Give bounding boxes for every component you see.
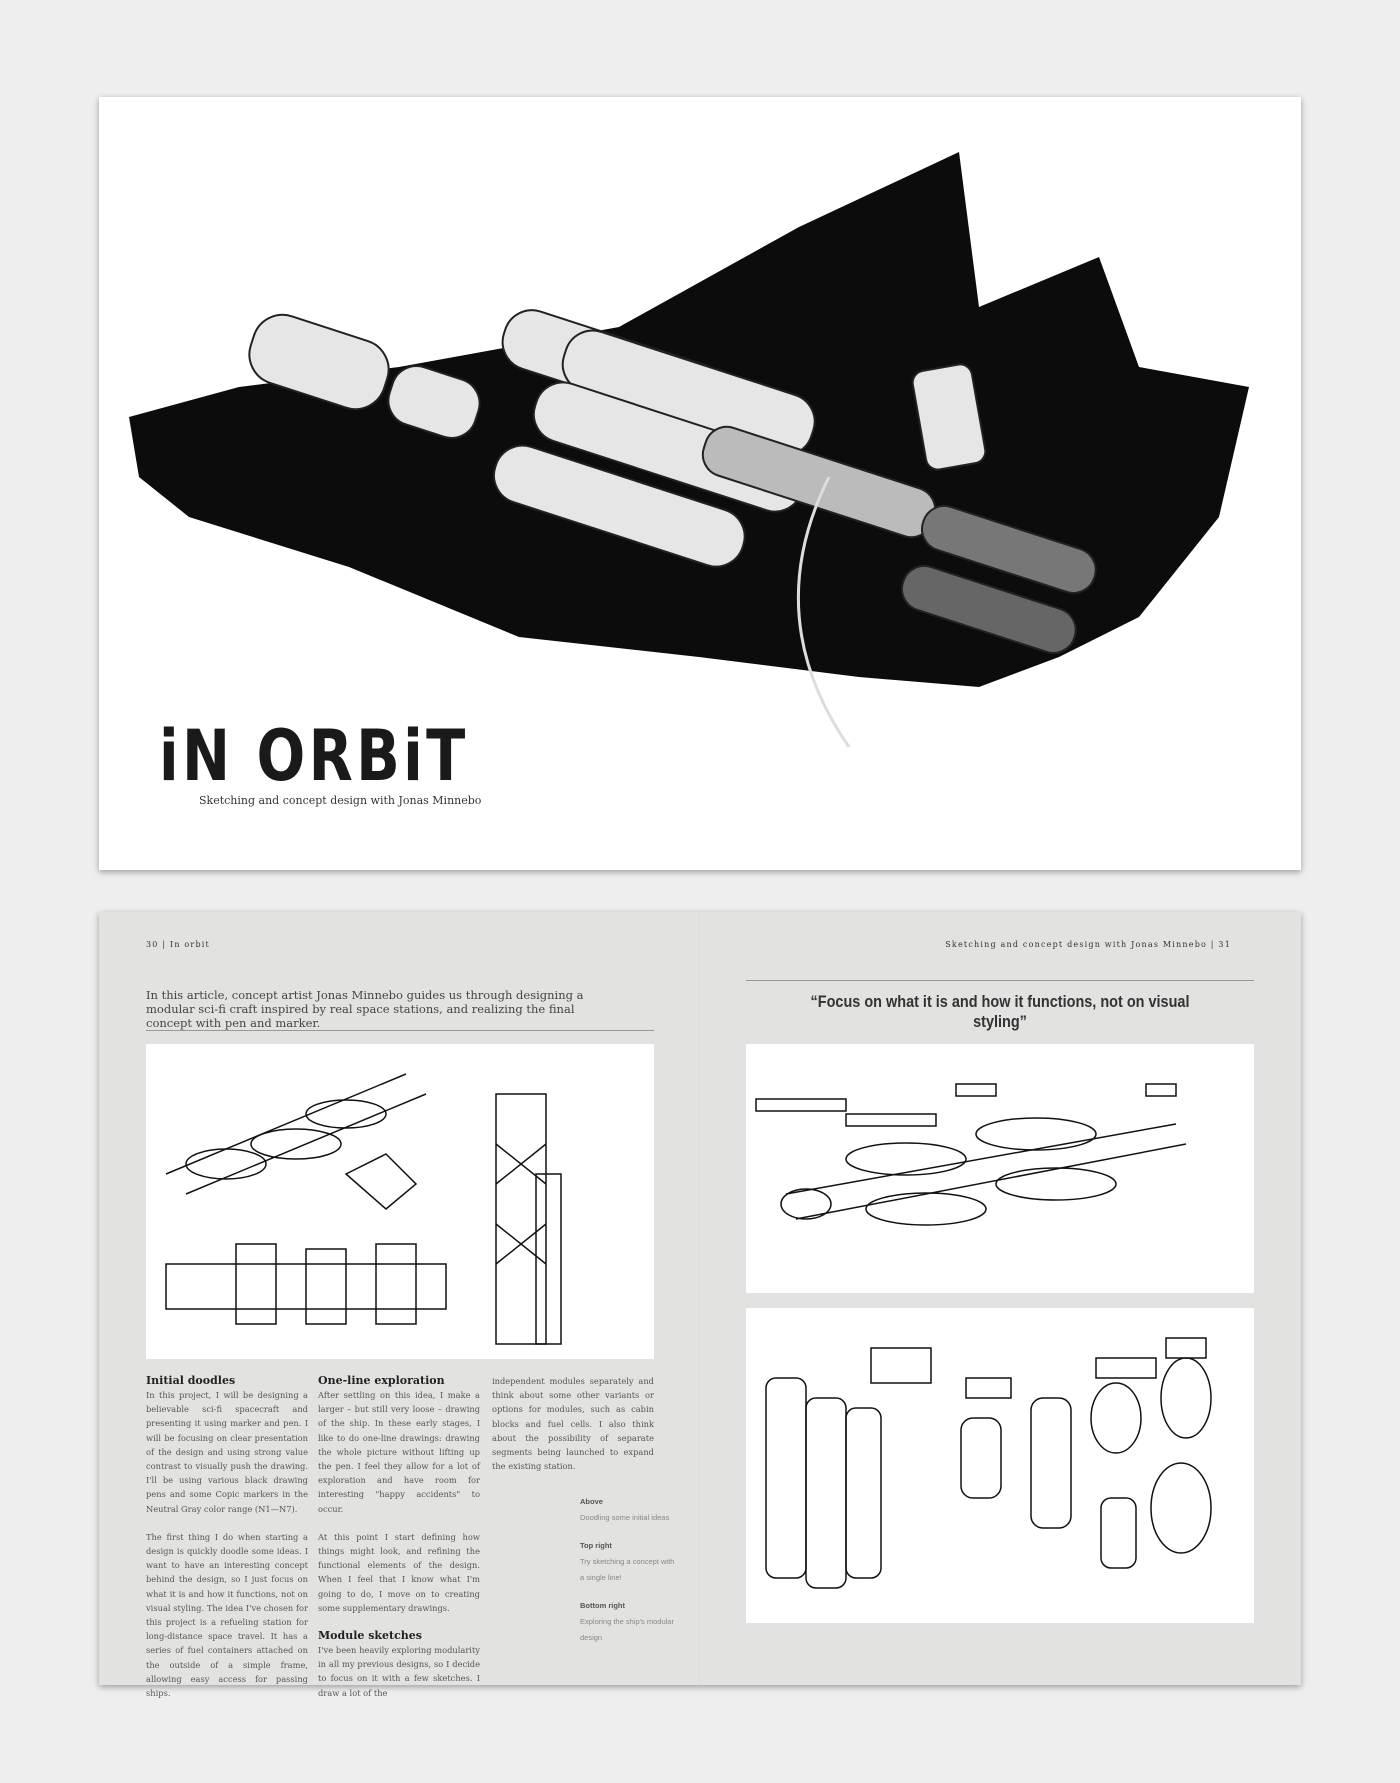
intro-divider bbox=[146, 1030, 654, 1031]
section-heading: One-line exploration bbox=[318, 1374, 445, 1387]
caption-text: Try sketching a concept with a single li… bbox=[580, 1557, 675, 1582]
spine bbox=[699, 912, 701, 1685]
caption-text: Exploring the ship's modular design bbox=[580, 1617, 674, 1642]
quote-divider bbox=[746, 980, 1254, 981]
caption-label: Bottom right bbox=[580, 1601, 625, 1610]
text-column-1: Initial doodles In this project, I will … bbox=[146, 1374, 308, 1714]
text-column-2: One-line exploration After settling on t… bbox=[318, 1374, 480, 1714]
doodles-image bbox=[146, 1044, 654, 1359]
cover-subtitle: Sketching and concept design with Jonas … bbox=[199, 794, 482, 807]
pull-quote: “Focus on what it is and how it function… bbox=[810, 992, 1190, 1031]
paragraph: In this project, I will be designing a b… bbox=[146, 1390, 308, 1514]
cover-page: iN ORBiT Sketching and concept design wi… bbox=[99, 97, 1301, 870]
section-heading: Module sketches bbox=[318, 1629, 422, 1643]
caption-label: Above bbox=[580, 1497, 603, 1506]
caption-text: Doodling some initial ideas bbox=[580, 1513, 670, 1522]
caption-label: Top right bbox=[580, 1541, 612, 1550]
article-spread: 30 | In orbit Sketching and concept desi… bbox=[99, 912, 1301, 1698]
cover-title: iN ORBiT bbox=[159, 715, 469, 797]
section-heading: Initial doodles bbox=[146, 1374, 236, 1387]
paragraph: At this point I start defining how thing… bbox=[318, 1531, 480, 1613]
left-page-header: 30 | In orbit bbox=[146, 940, 210, 949]
right-page-header: Sketching and concept design with Jonas … bbox=[945, 940, 1231, 949]
text-column-3: independent modules separately and think… bbox=[492, 1374, 654, 1487]
one-line-sketch-image bbox=[746, 1044, 1254, 1293]
paragraph: I've been heavily exploring modularity i… bbox=[318, 1645, 480, 1698]
paragraph: independent modules separately and think… bbox=[492, 1376, 654, 1472]
paragraph: The first thing I do when starting a des… bbox=[146, 1531, 308, 1699]
paragraph: After settling on this idea, I make a la… bbox=[318, 1390, 480, 1514]
spaceship-illustration bbox=[129, 152, 1249, 748]
module-sketches-image bbox=[746, 1308, 1254, 1623]
intro-text: In this article, concept artist Jonas Mi… bbox=[146, 988, 584, 1030]
